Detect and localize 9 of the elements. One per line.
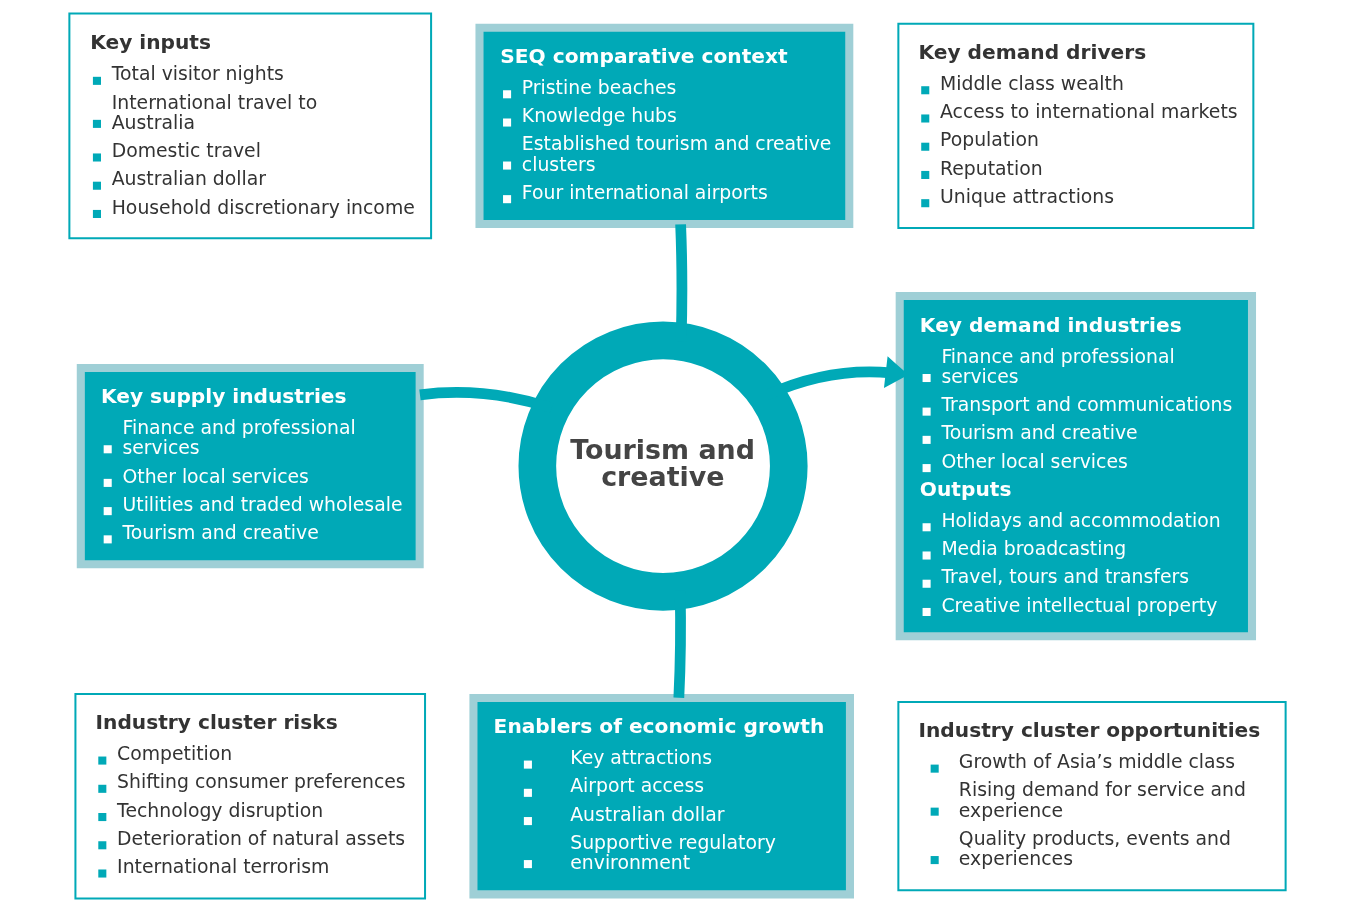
node-box: Key demand industries Finance and professional services Transport and communications Tourism and creative Other local services Outputs Holidays and accommodation Media broadcasting Travel, tours and transfers Creative intellectual property	[895, 291, 1256, 641]
node-box: Industry cluster opportunities Growth of Asia’s middle class Rising demand for service and experience Quality products, events and experiences	[896, 701, 1287, 892]
node-box: Key demand drivers Middle class wealth Access to international markets Population Reputation Unique attractions	[896, 22, 1254, 230]
node-circle: Tourism and creative	[518, 321, 808, 611]
node-box: SEQ comparative context Pristine beaches Knowledge hubs Established tourism and creative clusters Four international airports	[474, 23, 853, 229]
node-box: Key supply industries Finance and professional services Other local services Utilities and traded wholesale Tourism and creative	[76, 363, 424, 569]
node-box: Industry cluster risks Competition Shifting consumer preferences Technology disruption Deterioration of natural assets International terrorism	[73, 693, 426, 900]
node-box: Enablers of economic growth Key attractions Airport access Australian dollar Supportive regulatory environment	[468, 694, 854, 899]
node-box: Key inputs Total visitor nights International travel to Australia Domestic travel Australian dollar Household discretionary income	[67, 12, 432, 240]
